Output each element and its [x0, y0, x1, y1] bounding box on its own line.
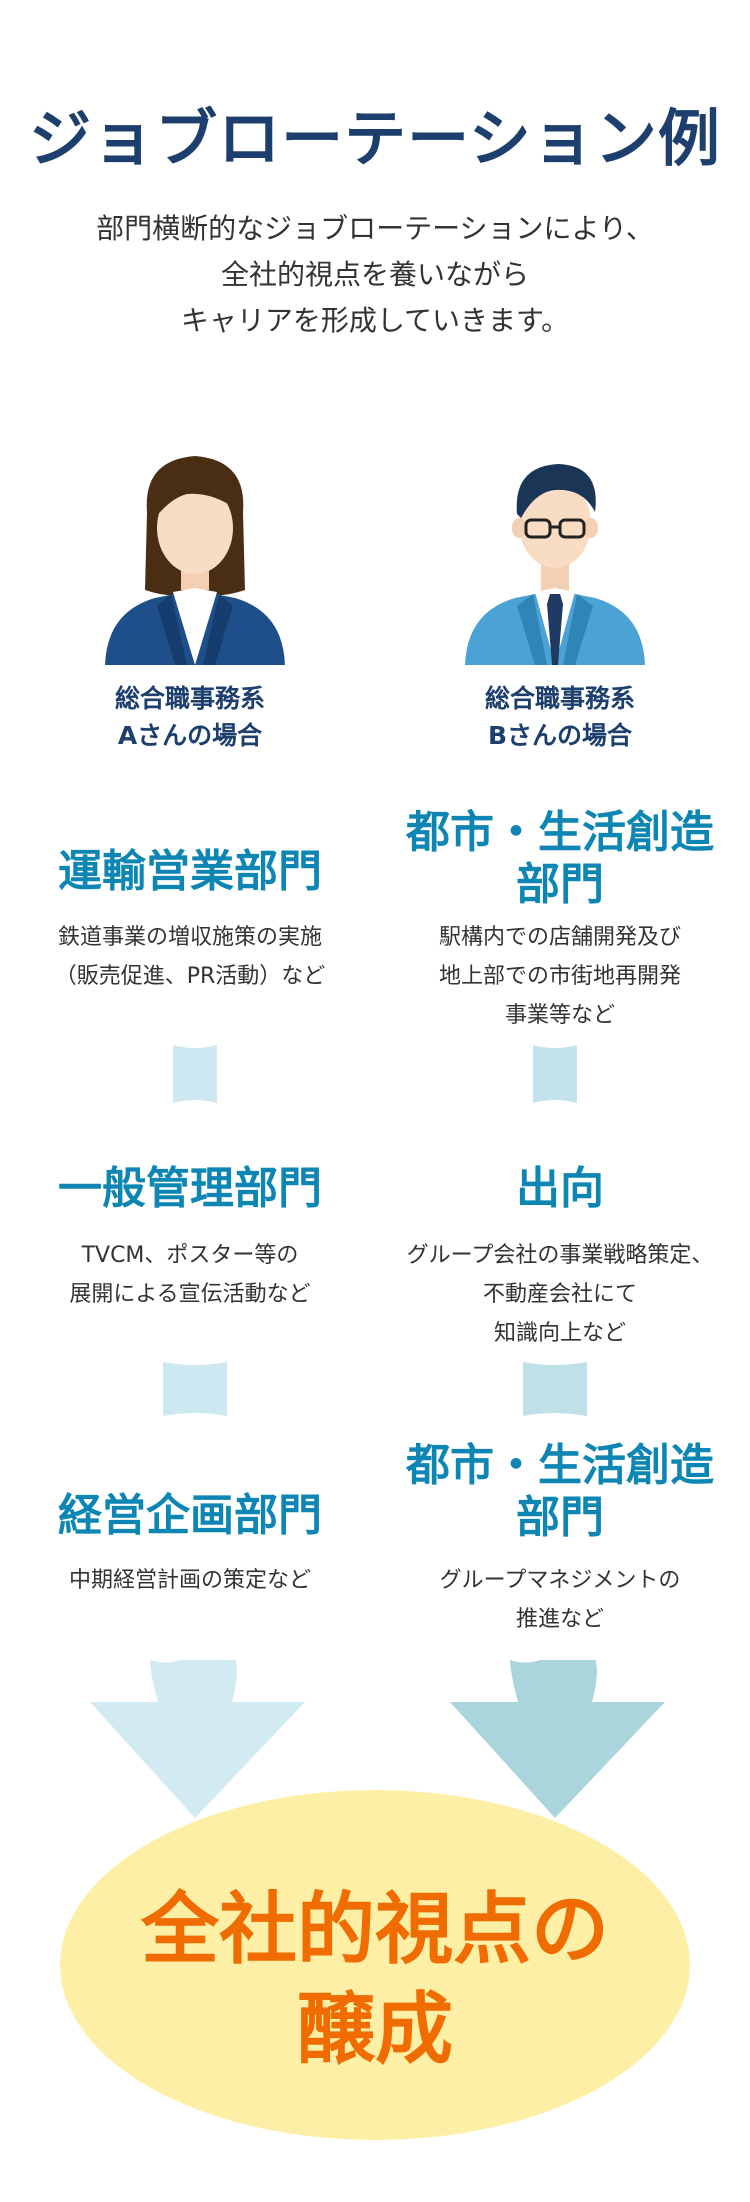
person-b-label: 総合職事務系 Bさんの場合 [390, 680, 730, 754]
person-a-label: 総合職事務系 Aさんの場合 [20, 680, 360, 754]
outcome-graphic [60, 1660, 690, 2140]
person-b-step-3-desc: グループマネジメントの 推進など [390, 1561, 730, 1639]
dept-title: 経営企画部門 [58, 1490, 322, 1541]
desc-line: 中期経営計画の策定など [68, 1568, 311, 1593]
outcome-line-2: 醸成 [296, 1985, 453, 2075]
person-b-step-1-desc: 駅構内での店舗開発及び 地上部での市街地再開発 事業等など [390, 918, 730, 1035]
person-b-label-line-2: Bさんの場合 [487, 721, 633, 750]
dept-title: 一般管理部門 [58, 1163, 322, 1214]
person-b-step-2-desc: グループ会社の事業戦略策定、 不動産会社にて 知識向上など [390, 1236, 730, 1353]
person-b-step-3-dept: 都市・生活創造 部門 [390, 1440, 730, 1544]
step-connector-a-2 [163, 1362, 227, 1416]
desc-line: （販売促進、PR活動）など [54, 964, 326, 989]
desc-line: グループマネジメントの [439, 1568, 681, 1593]
desc-line: 鉄道事業の増収施策の実施 [57, 925, 322, 950]
intro-line-1: 部門横断的なジョブローテーションにより、 [96, 212, 654, 245]
step-connector-b-2 [523, 1362, 587, 1416]
desc-line: 事業等など [504, 1003, 615, 1028]
person-a-step-1-dept: 運輸営業部門 [20, 846, 360, 898]
intro-text: 部門横断的なジョブローテーションにより、 全社的視点を養いながら キャリアを形成… [0, 206, 750, 344]
dept-title: 部門 [516, 859, 604, 910]
outcome-line-1: 全社的視点の [140, 1885, 609, 1975]
desc-line: 推進など [515, 1607, 604, 1632]
dept-title: 都市・生活創造 [406, 1440, 714, 1491]
dept-title: 部門 [516, 1492, 604, 1543]
person-a-step-3-desc: 中期経営計画の策定など [20, 1561, 360, 1600]
dept-title: 運輸営業部門 [58, 846, 322, 897]
desc-line: 不動産会社にて [482, 1282, 637, 1307]
person-a-label-line-1: 総合職事務系 [114, 684, 265, 713]
person-b-step-1-dept: 都市・生活創造 部門 [390, 807, 730, 911]
person-a-step-2-desc: TVCM、ポスター等の 展開による宣伝活動など [20, 1236, 360, 1314]
step-connector-a-1 [173, 1045, 217, 1103]
person-a-step-1-desc: 鉄道事業の増収施策の実施 （販売促進、PR活動）など [20, 918, 360, 996]
person-a-label-line-2: Aさんの場合 [117, 721, 263, 750]
page-title: ジョブローテーション例 [29, 102, 721, 175]
arrow-down-left-icon [90, 1660, 305, 1818]
desc-line: 駅構内での店舗開発及び [438, 925, 681, 950]
person-a-step-2-dept: 一般管理部門 [20, 1163, 360, 1215]
dept-title: 出向 [516, 1163, 604, 1214]
desc-line: 知識向上など [493, 1321, 626, 1346]
person-b-step-2-dept: 出向 [390, 1163, 730, 1215]
outcome-text: 全社的視点の 醸成 [0, 1880, 750, 2080]
desc-line: 展開による宣伝活動など [69, 1282, 311, 1307]
woman-avatar-icon [105, 456, 285, 665]
person-a-step-3-dept: 経営企画部門 [20, 1490, 360, 1542]
desc-line: TVCM、ポスター等の [81, 1243, 299, 1268]
dept-title: 都市・生活創造 [406, 807, 714, 858]
desc-line: グループ会社の事業戦略策定、 [406, 1243, 714, 1268]
intro-line-2: 全社的視点を養いながら [220, 258, 529, 291]
intro-line-3: キャリアを形成していきます。 [180, 304, 570, 337]
outcome-ellipse [60, 1790, 690, 2140]
step-connector-b-1 [533, 1045, 577, 1103]
desc-line: 地上部での市街地再開発 [438, 964, 681, 989]
person-b-label-line-1: 総合職事務系 [484, 684, 635, 713]
arrow-down-right-icon [450, 1660, 665, 1818]
man-avatar-icon [465, 464, 645, 665]
